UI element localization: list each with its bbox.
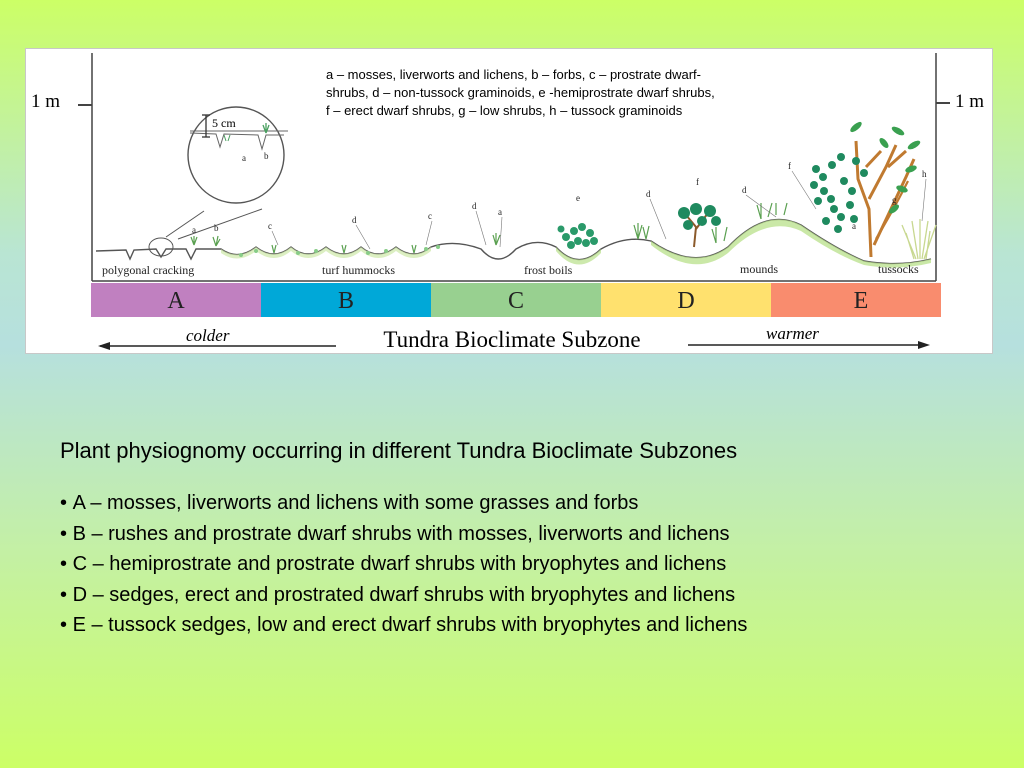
zone-c-label: C [508,288,524,314]
plant-legend-line-3: f – erect dwarf shrubs, g – low shrubs, … [326,103,683,118]
arrow-warmer-head [918,341,930,349]
shrub-e-cluster [557,223,598,249]
inset-moss [223,134,231,142]
scale-label-right: 1 m [955,91,984,112]
zone-e [771,283,941,317]
subzone-item-b: B – rushes and prostrate dwarf shrubs wi… [60,519,1000,550]
landform-turf-hummocks: turf hummocks [322,263,395,277]
vegetation-belt [651,219,931,268]
arrow-colder-head [98,342,110,350]
subzone-bar: A B C D E [91,283,941,317]
caption-title: Plant physiognomy occurring in different… [60,438,738,463]
tundra-diagram: 1 m 1 m [25,48,993,354]
inset-forb [262,123,270,134]
tussock-h [901,219,937,260]
letter-a3: a [852,221,856,231]
letter-h: h [922,169,927,179]
gradient-colder: colder [186,326,230,345]
zone-b [261,283,431,317]
gradient-title: Tundra Bioclimate Subzone [383,327,640,352]
shrub-g-foliage [810,153,868,233]
letter-a2: a [498,207,502,217]
plant-legend-line-1: a – mosses, liverworts and lichens, b – … [326,67,701,82]
letter-d2: d [472,201,477,211]
landform-polygonal-cracking: polygonal cracking [102,263,194,277]
subzone-item-e: E – tussock sedges, low and erect dwarf … [60,610,1000,641]
inset-focus [148,237,174,257]
letter-c1: c [268,221,272,231]
letter-e: e [576,193,580,203]
zone-b-label: B [338,288,354,314]
profile-illustration: 1 m 1 m [31,53,984,352]
shrub-g-leaves [850,121,921,214]
zone-d [601,283,771,317]
gradient-warmer: warmer [766,324,819,343]
shrub-f-d [678,203,721,248]
landform-frost-boils: frost boils [524,263,573,277]
inset-pointer-left [165,210,205,238]
subzone-item-a: A – mosses, liverworts and lichens with … [60,488,1000,519]
ground-profile [95,218,932,265]
zone-a-label: A [167,288,185,314]
inset-scale-label: 5 cm [212,116,236,130]
plant-tufts [190,202,788,254]
letter-f2: f [788,161,791,171]
inset-circle [187,106,285,204]
landform-tussocks: tussocks [878,262,919,276]
zone-c [431,283,601,317]
letter-leader-lines [271,170,927,250]
subzone-item-c: C – hemiprostrate and prostrate dwarf sh… [60,549,1000,580]
letter-f1: f [696,177,699,187]
letter-inset-a: a [242,153,246,163]
letter-d1: d [352,215,357,225]
hummock-fill [221,247,431,259]
letter-c2: c [428,211,432,221]
letter-inset-b: b [264,151,269,161]
scale-label-left: 1 m [31,91,60,112]
zone-e-label: E [854,288,869,314]
zone-d-label: D [677,288,694,314]
plant-legend-line-2: shrubs, d – non-tussock graminoids, e -h… [326,85,715,100]
frost-boil-ring [556,247,601,265]
letter-a1: a [192,225,196,235]
subzone-list: A – mosses, liverworts and lichens with … [60,488,1000,641]
letter-b1: b [214,223,219,233]
landform-mounds: mounds [740,262,778,276]
letter-d3: d [646,189,651,199]
zone-a [91,283,261,317]
letter-g: g [892,195,897,205]
plant-legend: a – mosses, liverworts and lichens, b – … [326,66,866,120]
subzone-item-d: D – sedges, erect and prostrated dwarf s… [60,580,1000,611]
shrub-g-e [854,140,916,258]
caption: Plant physiognomy occurring in different… [60,436,1000,641]
moss-dots [239,245,440,257]
inset-pointer-right [177,208,263,240]
letter-d4: d [742,185,747,195]
